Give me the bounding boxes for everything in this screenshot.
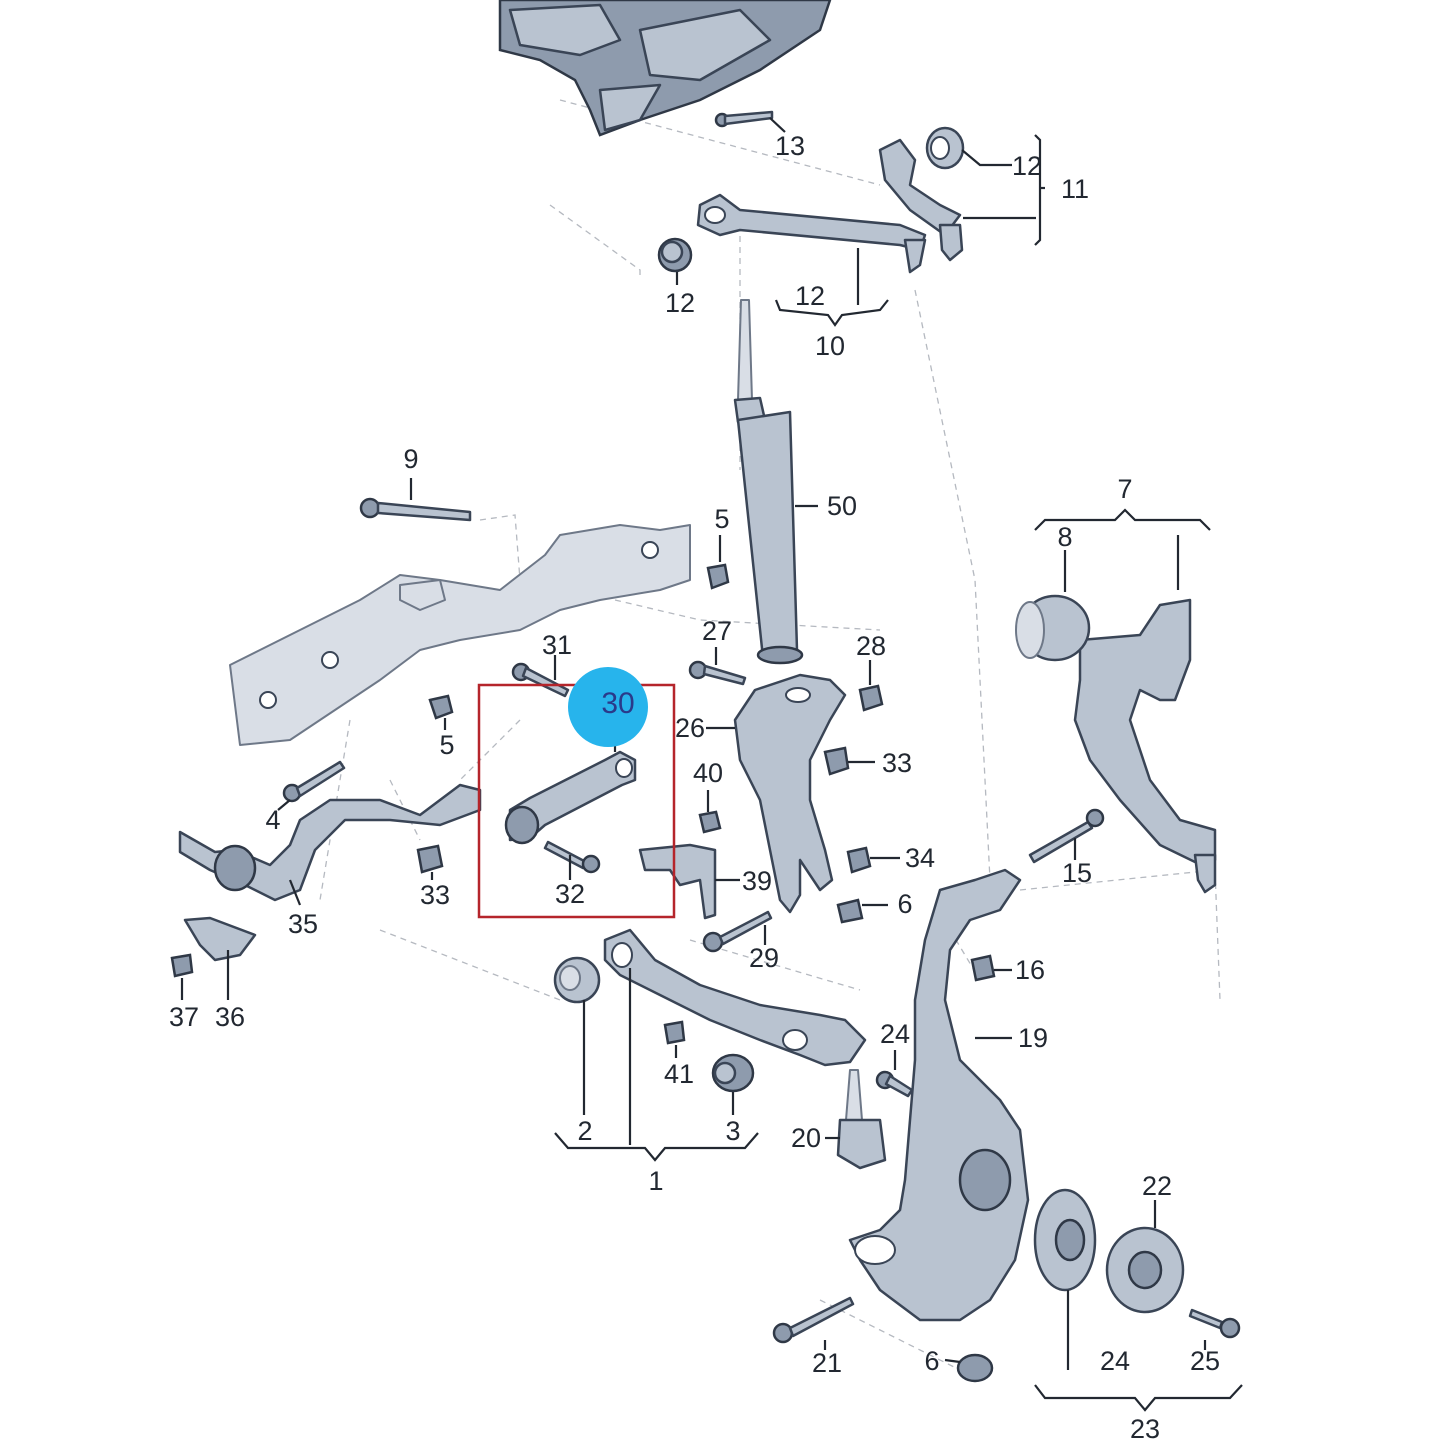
callout-5-upper: 5 [714,504,729,534]
upper-control-arm-10 [696,193,927,274]
nut-5-lower [428,694,454,720]
leader-lines [180,117,1243,1412]
callout-12-top: 12 [1012,151,1042,181]
bracket-39 [638,843,717,920]
callout-36: 36 [215,1002,245,1032]
bolt-4 [282,760,346,803]
bolt-24-upper [875,1070,914,1098]
nut-5-upper [706,563,730,590]
callout-27: 27 [702,616,732,646]
callout-26: 26 [675,713,705,743]
callout-33-right: 33 [882,748,912,778]
bolt-27 [688,660,747,686]
callout-40: 40 [693,758,723,788]
bolt-32 [543,840,601,874]
callout-39: 39 [742,866,772,896]
callout-29: 29 [749,943,779,973]
bolt-21 [772,1296,855,1344]
link-arm-30 [504,750,637,845]
shock-fork-26 [733,673,847,914]
bolt-31 [511,662,570,698]
upper-control-arm-11 [878,126,965,262]
wheel-bearing-housing-19 [848,868,1030,1322]
callout-1: 1 [648,1166,663,1196]
nut-34 [846,846,872,874]
callout-11: 11 [1061,174,1089,204]
callout-10: 10 [815,331,845,361]
nut-33-left [416,844,444,874]
callout-32: 32 [555,879,585,909]
bolt-9 [359,497,472,522]
callout-20: 20 [791,1123,821,1153]
callout-13: 13 [775,131,805,161]
bushing-2 [553,956,601,1004]
nut-6-upper [836,898,864,924]
callout-41: 41 [664,1059,694,1089]
highlight-marker [568,667,648,747]
subframe-top [498,0,832,137]
callout-12-mid: 12 [795,281,825,311]
callout-30: 30 [601,687,634,720]
bolt-15 [1028,808,1105,864]
callout-12-left: 12 [665,288,695,318]
callout-33-left: 33 [420,880,450,910]
crossmember [229,524,691,746]
callout-9: 9 [403,444,418,474]
nut-16 [970,954,996,982]
callout-24-lower: 24 [1100,1346,1130,1376]
bushing-8 [1015,594,1091,662]
callout-34: 34 [905,843,935,873]
bracket-36 [183,916,257,962]
callout-37: 37 [169,1002,199,1032]
callout-6-lower: 6 [924,1346,939,1376]
callout-labels: 13 12 11 12 12 10 9 50 7 5 8 27 31 28 26… [169,131,1220,1440]
lower-wishbone-7 [1073,598,1217,894]
nut-37 [170,953,194,978]
wheel-hub-22 [1105,1226,1185,1314]
callout-28: 28 [856,631,886,661]
bolt-29 [702,910,773,953]
callout-15: 15 [1062,858,1092,888]
highlight-group: 30 [477,667,676,919]
callout-35: 35 [288,909,318,939]
bolt-13 [714,110,774,128]
callout-22: 22 [1142,1171,1172,1201]
callout-16: 16 [1015,955,1045,985]
lower-control-arm-1 [603,928,867,1067]
callout-4: 4 [265,805,280,835]
nut-41 [663,1020,686,1045]
ball-joint-20 [836,1069,887,1170]
bushing-12 [657,237,693,273]
callout-50: 50 [827,491,857,521]
callout-5-lower: 5 [439,730,454,760]
bolt-25 [1188,1308,1241,1339]
nut-6-lower [956,1353,994,1383]
nut-33-right [823,746,850,776]
callout-2: 2 [577,1116,592,1146]
bolt-40 [698,810,722,834]
callout-21: 21 [812,1348,842,1378]
callout-6-upper: 6 [897,889,912,919]
callout-19: 19 [1018,1023,1048,1053]
callout-7: 7 [1117,474,1132,504]
callout-24-upper: 24 [880,1019,910,1049]
callout-8: 8 [1057,522,1072,552]
callout-3: 3 [725,1116,740,1146]
callout-23: 23 [1130,1414,1160,1440]
nut-28 [858,684,884,712]
callout-31: 31 [542,630,572,660]
callout-25: 25 [1190,1346,1220,1376]
shock-absorber-50 [733,299,804,665]
wheel-bearing-24 [1033,1188,1097,1292]
bushing-3 [711,1053,755,1093]
